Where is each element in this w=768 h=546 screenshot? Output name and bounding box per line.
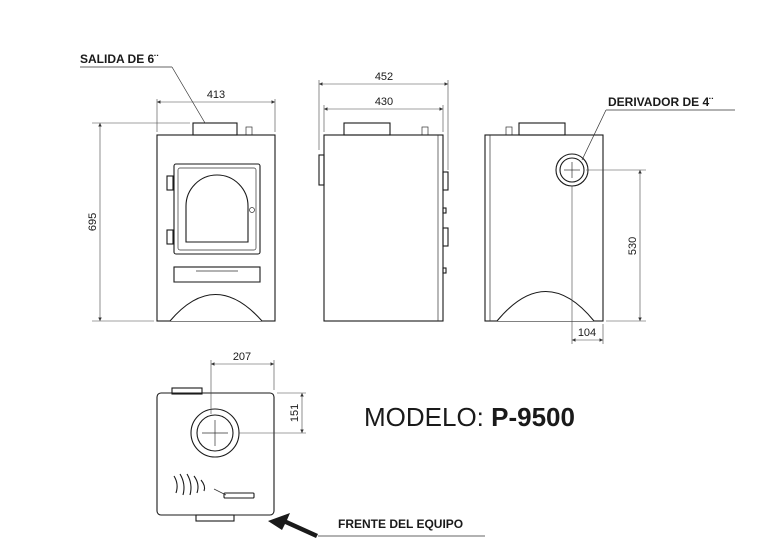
ash-drawer (173, 266, 261, 283)
hinge-top (166, 175, 174, 191)
base-arch (169, 293, 263, 322)
stove-body-side (323, 134, 444, 322)
rear-dimensions: 530 104 (571, 169, 646, 344)
door-window (185, 174, 249, 243)
label-frente: FRENTE DEL EQUIPO (338, 517, 463, 531)
derivador-callout: DERIVADOR DE 4¨ (581, 95, 735, 161)
side-knob (442, 207, 447, 214)
hinge-bottom (166, 229, 174, 245)
vent-4 (193, 475, 199, 494)
dim-side-inner: 430 (375, 96, 393, 108)
top-rear-nub (171, 387, 203, 395)
rear-base-arch (496, 290, 595, 322)
top-dimensions: 207 151 (210, 351, 306, 434)
frente-arrow-icon (268, 513, 318, 538)
dim-side-outer: 452 (375, 71, 393, 83)
rear-nub (505, 126, 513, 136)
side-dimensions: 452 430 (318, 71, 449, 170)
door-frame (173, 163, 261, 255)
dim-top-offset-y: 151 (289, 404, 301, 422)
top-handle (223, 492, 255, 499)
stove-body-front (156, 134, 276, 322)
derivador-outlet-inner (559, 157, 585, 183)
rear-outlet-nub (245, 126, 253, 136)
model-code: P-9500 (491, 402, 575, 432)
door-handle (249, 207, 255, 213)
dim-rear-height: 530 (627, 237, 639, 255)
label-derivador: DERIVADOR DE 4¨ (608, 95, 713, 109)
front-dimensions: 413 695 (87, 89, 276, 322)
side-rear-nub (421, 126, 429, 136)
side-view (318, 122, 449, 322)
stove-top (156, 392, 275, 516)
rear-flue (518, 122, 566, 136)
model-prefix: MODELO: (364, 402, 491, 432)
top-flue-inner (196, 414, 234, 452)
front-view (156, 122, 276, 322)
frente-callout: FRENTE DEL EQUIPO (268, 513, 485, 538)
side-hinge-top (442, 171, 449, 191)
vent-2 (179, 473, 185, 496)
top-view (156, 387, 275, 522)
side-hinge-bottom (442, 227, 449, 247)
rear-view (484, 122, 604, 322)
vent-5 (200, 479, 206, 492)
dim-top-offset-x: 207 (233, 351, 251, 363)
side-front-handle (318, 154, 325, 186)
dim-rear-offset: 104 (578, 327, 596, 339)
side-flue (343, 122, 391, 136)
top-front-lip (195, 514, 235, 522)
vent-1 (173, 475, 178, 494)
label-salida: SALIDA DE 6¨ (80, 52, 158, 66)
door-inner-frame (177, 167, 257, 251)
dim-front-width: 413 (207, 89, 225, 101)
dim-height: 695 (87, 213, 99, 231)
side-drawer-tab (442, 267, 447, 274)
model-title: MODELO: P-9500 (364, 402, 575, 432)
salida-callout: SALIDA DE 6¨ (80, 52, 206, 124)
flue-outlet (192, 122, 238, 136)
vent-3 (186, 473, 192, 496)
